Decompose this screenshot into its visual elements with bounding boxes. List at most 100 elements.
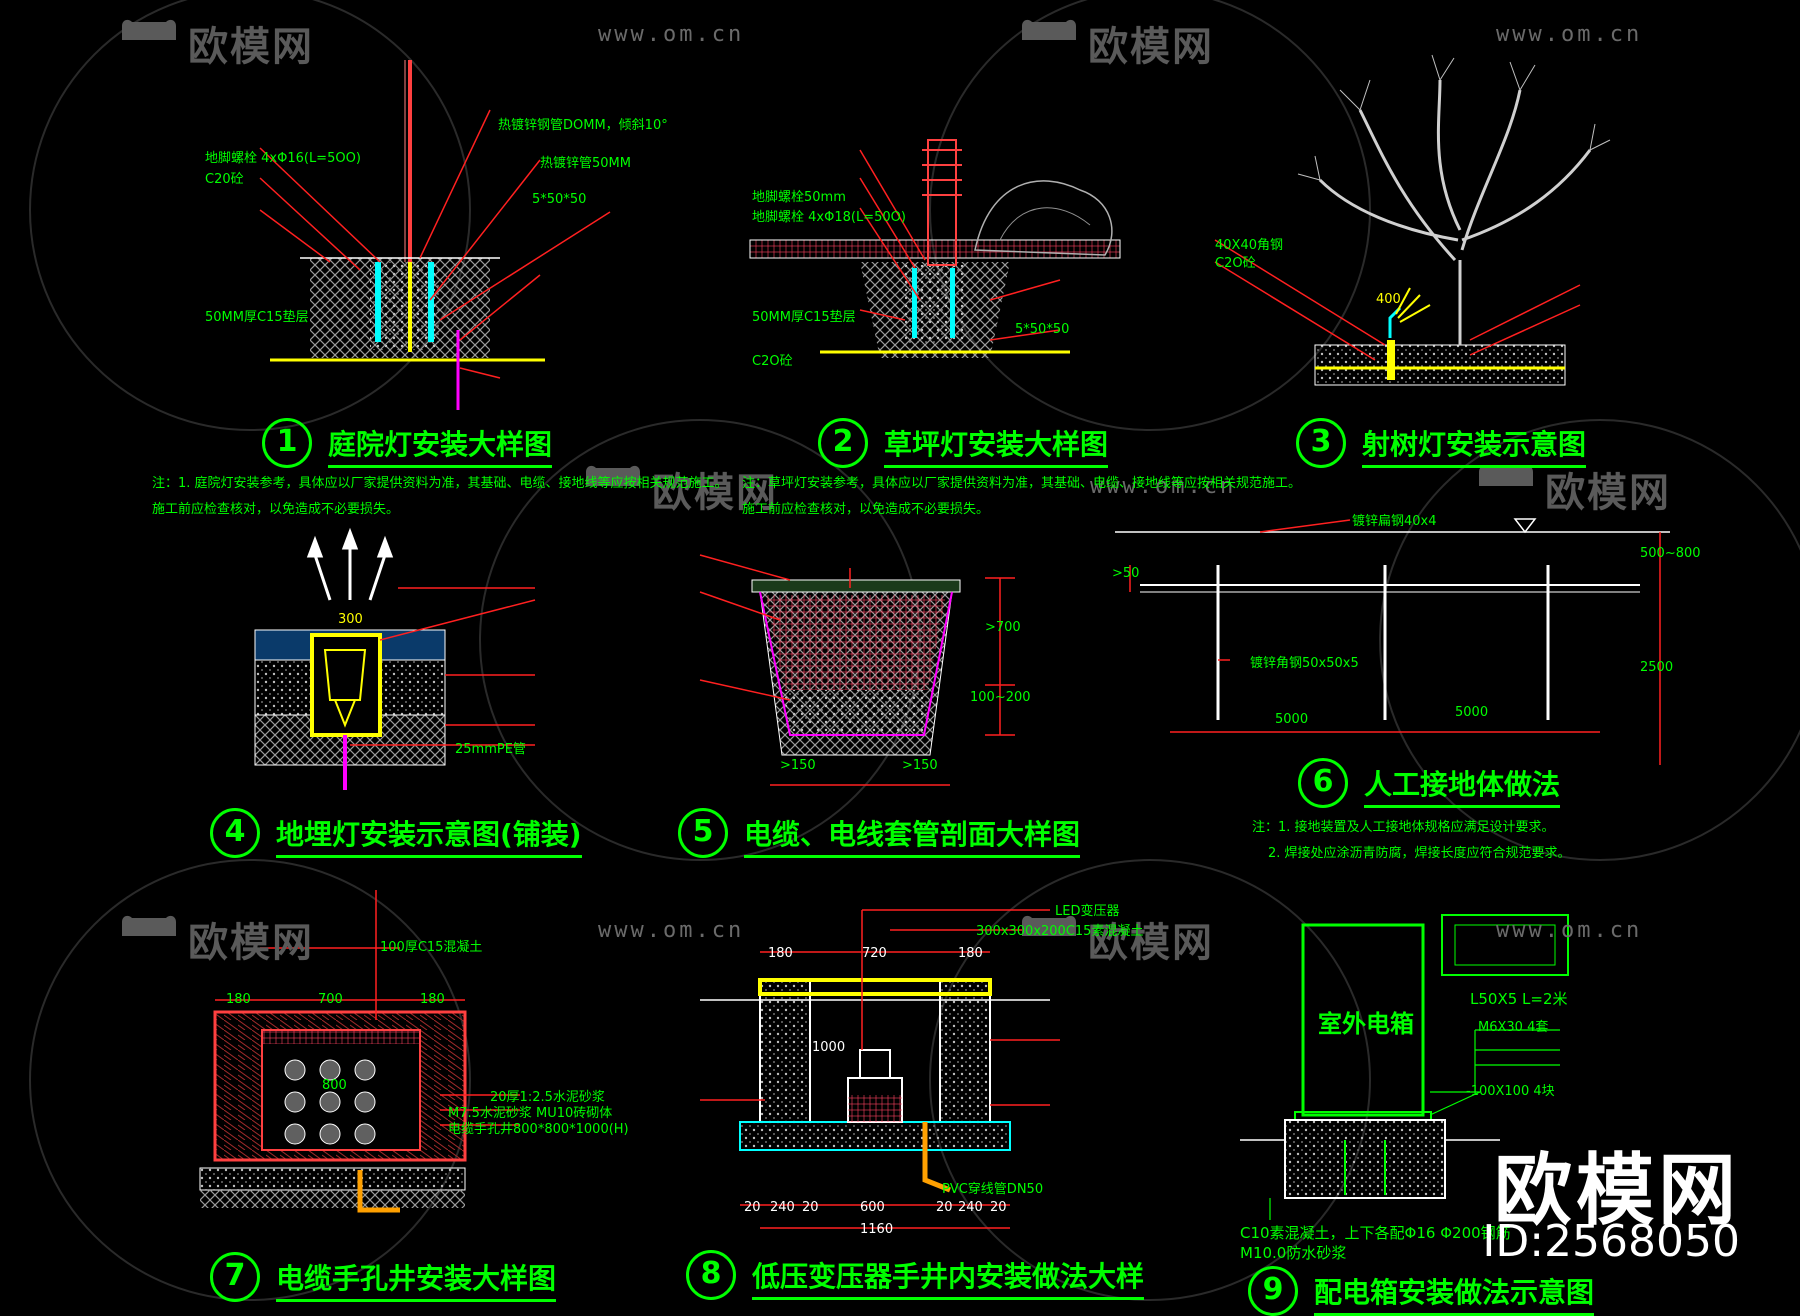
label: 20 [936, 1200, 953, 1215]
note-panel-2-cont: 施工前应检查核对，以免造成不必要损失。 [742, 502, 990, 517]
label: 100厚C15混凝土 [380, 940, 483, 955]
label: 热镀锌钢管DOMM，倾斜10° [498, 118, 668, 133]
label: >50 [1112, 566, 1140, 581]
sofa-logo-icon [582, 465, 644, 510]
watermark-url: www.om.cn [1496, 22, 1643, 47]
label: 地脚螺栓 4xΦ18(L=50O) [752, 210, 906, 225]
watermark-url: www.om.cn [1496, 918, 1643, 943]
label: M7.5水泥砂浆 MU10砖砌体 [448, 1106, 613, 1121]
watermark-logo: 欧模网 [118, 14, 314, 72]
label: PVC穿线管DN50 [942, 1182, 1044, 1197]
sofa-logo-icon [1475, 465, 1537, 510]
panel-2-drawing [749, 139, 1121, 358]
label: 720 [862, 946, 887, 961]
label: M6X30 4套 [1478, 1020, 1549, 1035]
label: 镀锌角钢50x50x5 [1250, 656, 1359, 671]
panel-7-drawing [199, 890, 520, 1213]
label: 500~800 [1640, 546, 1701, 561]
label: 180 [420, 992, 445, 1007]
label: 100~200 [970, 690, 1031, 705]
label: 180 [226, 992, 251, 1007]
label: 180 [958, 946, 983, 961]
label: M10.0防水砂浆 [1240, 1244, 1347, 1262]
note-panel-2: 注：草坪灯安装参考，具体应以厂家提供资料为准，其基础、电缆、接地线等应按相关规范… [742, 476, 1302, 491]
label: 40X40角钢 [1215, 238, 1283, 253]
note-grounding-1: 注：1. 接地装置及人工接地体规格应满足设计要求。 [1252, 820, 1555, 835]
label: 300 [338, 612, 363, 627]
label: 1000 [812, 1040, 846, 1055]
label: 5000 [1275, 712, 1309, 727]
label: 5*50*50 [1015, 322, 1070, 337]
watermark-logo: 欧模网 [1018, 910, 1214, 968]
panel-4-drawing [254, 527, 536, 790]
label: 400 [1376, 292, 1401, 307]
label: 180 [768, 946, 793, 961]
label: 700 [318, 992, 343, 1007]
panel-9-drawing [1240, 914, 1569, 1220]
label: >700 [985, 620, 1021, 635]
label: 热镀锌管50MM [540, 156, 631, 171]
brand-stamp: 欧模网 [1493, 1146, 1740, 1236]
watermark-logo: 欧模网 [1475, 460, 1671, 518]
watermark-logo: 欧模网 [582, 460, 778, 518]
note-panel-1: 注：1. 庭院灯安装参考，具体应以厂家提供资料为准，其基础、电缆、接地线等应按相… [152, 476, 728, 491]
label: C2O砼 [752, 354, 793, 369]
label-outdoor-box: 室外电箱 [1318, 1010, 1414, 1038]
watermark-logo: 欧模网 [118, 910, 314, 968]
label: 240 [958, 1200, 983, 1215]
note-panel-1-cont: 施工前应检查核对，以免造成不必要损失。 [152, 502, 400, 517]
label: 电缆手孔井800*800*1000(H) [448, 1122, 629, 1137]
watermark-logo: 欧模网 [1018, 14, 1214, 72]
label: 1160 [860, 1222, 894, 1237]
label: >150 [780, 758, 816, 773]
label: 20厚1:2.5水泥砂浆 [490, 1090, 605, 1105]
model-id: ID:2568050 [1482, 1216, 1740, 1267]
label: 300x300x200C15素混凝土 [976, 924, 1144, 939]
label: 地脚螺栓50mm [752, 190, 846, 205]
label: L50X5 L=2米 [1470, 990, 1568, 1008]
label: C2O砼 [1215, 256, 1256, 271]
label: 600 [860, 1200, 885, 1215]
panel-5-drawing [699, 554, 1015, 786]
panel-1-drawing [259, 60, 611, 410]
sofa-logo-icon [118, 915, 180, 960]
panel-3-drawing [1214, 54, 1611, 386]
label: 2500 [1640, 660, 1674, 675]
label: 20 [990, 1200, 1007, 1215]
watermark-url: www.om.cn [1090, 474, 1237, 499]
label: LED变压器 [1055, 904, 1120, 919]
sofa-logo-icon [118, 19, 180, 64]
watermark-url: www.om.cn [598, 22, 745, 47]
label: 50MM厚C15垫层 [205, 310, 309, 325]
sofa-logo-icon [1018, 915, 1080, 960]
label: 5000 [1455, 705, 1489, 720]
label: C20砼 [205, 172, 244, 187]
label: 240 [770, 1200, 795, 1215]
label: 800 [322, 1078, 347, 1093]
label: 20 [802, 1200, 819, 1215]
label: 20 [744, 1200, 761, 1215]
label: 5*50*50 [532, 192, 587, 207]
label: >150 [902, 758, 938, 773]
label: 50MM厚C15垫层 [752, 310, 856, 325]
note-grounding-2: 2. 焊接处应涂沥青防腐，焊接长度应符合规范要求。 [1268, 846, 1571, 861]
panel-6-drawing [1115, 518, 1670, 765]
label: 25mmPE管 [455, 742, 526, 757]
sofa-logo-icon [1018, 19, 1080, 64]
label: 镀锌扁钢40x4 [1352, 514, 1437, 529]
label: C10素混凝土，上下各配Φ16 Φ200钢筋 [1240, 1224, 1511, 1242]
watermark-url: www.om.cn [598, 918, 745, 943]
label: -100X100 4块 [1466, 1084, 1555, 1099]
panel-8-drawing [700, 909, 1060, 1229]
